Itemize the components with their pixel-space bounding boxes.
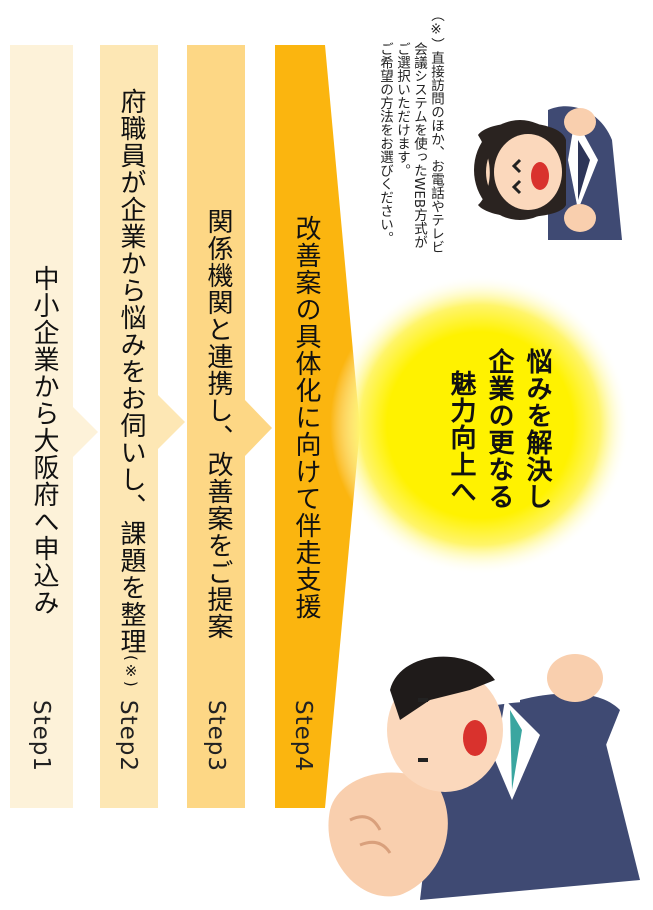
note-line: ご選択いただけます。 [394,42,410,177]
goal-line: 魅力向上へ [446,370,476,505]
step2-text: 府職員が企業から悩みをお伺いし、課題を整理 [116,88,146,655]
step4-label: Step4 [290,700,316,773]
step2-note-mark: (※) [122,655,140,688]
step3-label: Step3 [203,700,229,773]
step2-label: Step2 [115,700,141,773]
step2-text-wrap: 府職員が企業から悩みをお伺いし、課題を整理(※) [113,88,150,688]
woman-illustration [474,106,622,240]
note-line: ご希望の方法をお選びください。 [377,42,393,245]
goal-text: 悩みを解決し 企業の更なる 魅力向上へ [442,348,556,510]
step1-text: 中小企業から大阪府へ申込み [29,265,59,616]
goal-line: 悩みを解決し [522,348,552,510]
step1-arrow [10,45,98,808]
man-illustration [328,654,640,900]
goal-glow [330,275,630,575]
step3-text: 関係機関と連携し、改善案をご提案 [203,208,233,640]
step4-arrow [275,45,360,808]
step3-arrow [187,45,272,808]
note-line: 会議システムを使ったWEB方式が [411,42,427,249]
step1-label: Step1 [28,700,54,773]
step4-text: 改善案の具体化に向けて伴走支援 [291,215,321,620]
note-line: （※）直接訪問のほか、お電話やテレビ [428,8,444,254]
note-text: （※）直接訪問のほか、お電話やテレビ 会議システムを使ったWEB方式が ご選択い… [376,8,444,254]
step2-arrow [100,45,185,808]
goal-line: 企業の更なる [484,348,514,510]
